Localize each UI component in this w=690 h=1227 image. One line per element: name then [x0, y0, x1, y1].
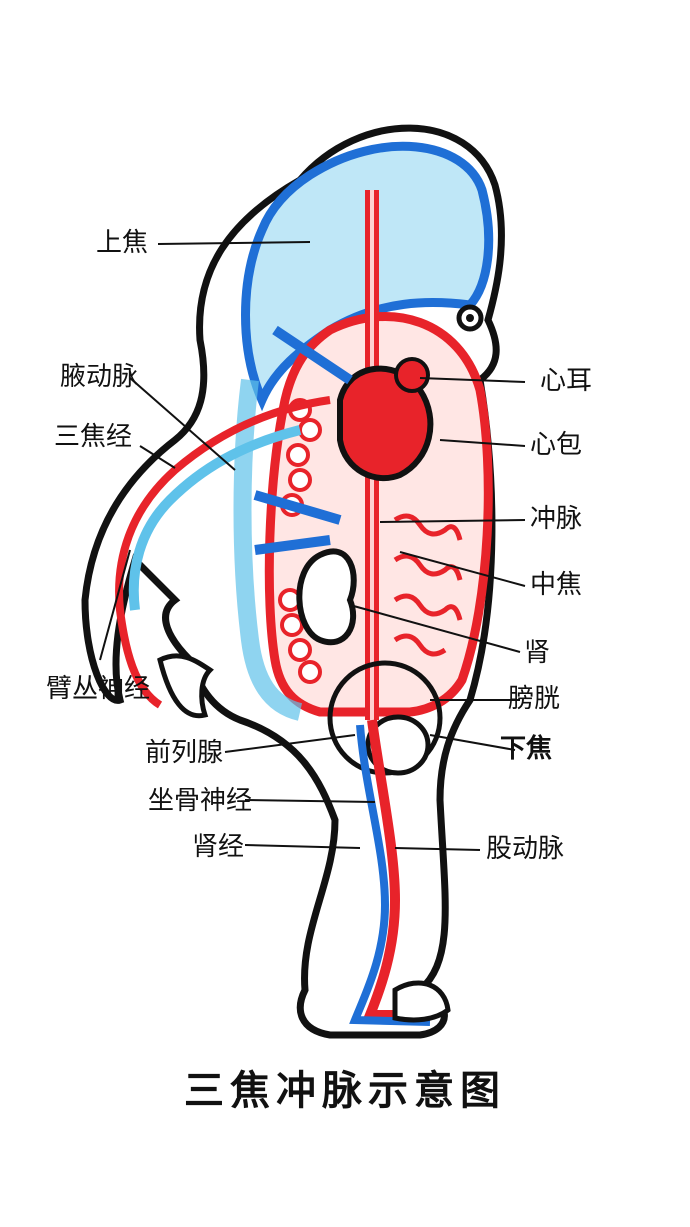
heart-auricle [394, 357, 430, 393]
leg-vessels-blue [349, 724, 431, 1026]
label-xiner: 心耳 [540, 366, 593, 396]
kidney [296, 548, 357, 646]
label-xiajiao: 下焦 [500, 734, 553, 764]
label-qianliexian: 前列腺 [145, 738, 224, 768]
leg-vessels-red [362, 719, 430, 1020]
label-gudongmai: 股动脉 [486, 834, 565, 864]
label-pangguang: 膀胱 [508, 684, 561, 714]
intestine-coils [393, 513, 463, 657]
hand [157, 653, 214, 719]
label-shangjiao: 上焦 [96, 228, 149, 258]
foot [392, 980, 451, 1023]
leader-lines [99, 241, 526, 851]
axillary-vessels [253, 325, 353, 555]
label-zhongjiao: 中焦 [530, 570, 583, 600]
arm-vessels [115, 396, 331, 709]
label-yidongmai: 腋动脉 [60, 362, 139, 392]
label-bicongshenjing: 臂丛神经 [46, 674, 151, 704]
label-shen: 肾 [524, 638, 551, 668]
label-chongmai: 冲脉 [530, 504, 583, 534]
bladder [365, 714, 431, 776]
diagram-title: 三焦冲脉示意图 [184, 1068, 506, 1114]
label-xinbao: 心包 [530, 430, 583, 460]
label-zuogushenjing: 坐骨神经 [148, 786, 253, 816]
label-sanjiaojing: 三焦经 [54, 422, 133, 452]
label-shenjing: 肾经 [192, 832, 245, 862]
heart [337, 365, 434, 482]
